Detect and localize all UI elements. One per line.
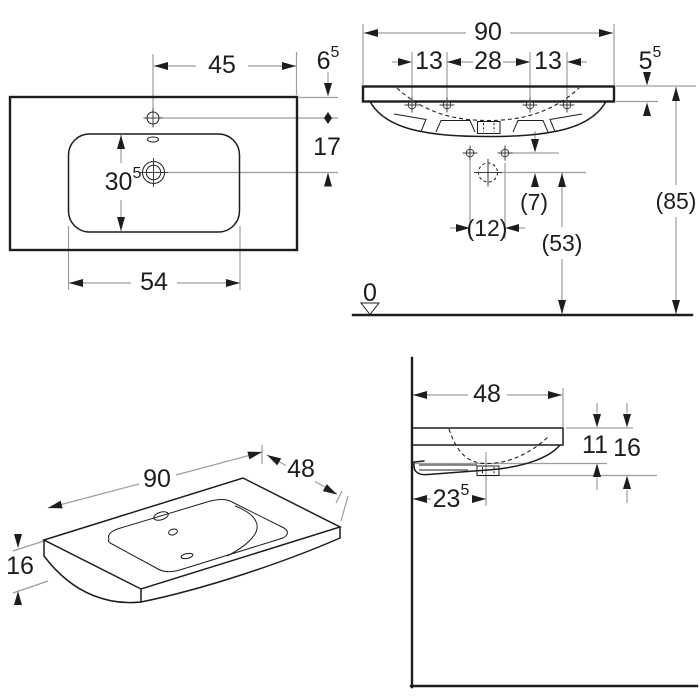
dim-5-5-label: 55	[639, 44, 662, 76]
bracket-slot-left	[435, 120, 476, 133]
dimension-arrows	[14, 451, 337, 605]
countertop-outline	[8, 95, 299, 252]
side-bowl-profile	[413, 444, 561, 476]
dimension-arrows	[364, 29, 680, 314]
drain-pipe-marker	[474, 159, 502, 187]
fixing-hole-markers	[462, 145, 513, 161]
dimension-arrows	[69, 62, 332, 287]
datum-triangle-icon	[359, 302, 381, 316]
iso-drain-hole	[180, 552, 194, 560]
dim-7-label: (7)	[520, 189, 548, 215]
side-view: 48 11 16 235	[409, 356, 699, 689]
side-bowl-hidden	[448, 428, 550, 465]
dim-48-iso-label: 48	[287, 455, 315, 483]
dim-16-iso-label: 16	[6, 552, 34, 580]
dim-85-label: (85)	[656, 188, 697, 214]
side-drain-box	[476, 465, 500, 476]
drain-marker	[139, 158, 168, 187]
dim-12-label: (12)	[467, 215, 508, 241]
dim-53-label: (53)	[542, 230, 583, 256]
basin-outline	[67, 133, 241, 233]
bracket-slot-right	[512, 120, 549, 133]
front-view: 90 13 28 13 55 (85) (7) (12) (53) 0	[351, 18, 697, 317]
iso-overflow-hole	[168, 528, 178, 536]
dim-13-left-label: 13	[415, 47, 443, 75]
bowl-facet-left	[393, 113, 427, 132]
dim-48-side-label: 48	[473, 380, 501, 408]
dim-16-side-label: 16	[613, 434, 641, 462]
dimension-lines	[12, 445, 349, 594]
dim-6-5-label: 65	[317, 44, 340, 76]
iso-top-face	[42, 477, 342, 590]
dim-30-5-label: 305	[105, 165, 142, 197]
dim-17-label: 17	[313, 133, 341, 161]
dim-90-iso-label: 90	[143, 465, 171, 493]
drain-housing	[477, 121, 501, 134]
datum-zero-label: 0	[363, 279, 377, 307]
dim-54-label: 54	[140, 268, 168, 296]
overflow-hole	[147, 136, 159, 143]
side-slab	[411, 427, 564, 446]
dim-13-right-label: 13	[534, 47, 562, 75]
dim-45-label: 45	[208, 51, 236, 79]
dim-90-front-label: 90	[474, 18, 502, 46]
front-slab	[361, 85, 616, 103]
dimension-arrows	[413, 391, 631, 503]
dim-11-label: 11	[582, 431, 608, 459]
iso-basin-outline	[107, 499, 288, 573]
iso-view: 90 48 16	[6, 445, 349, 605]
bowl-facet-right	[549, 113, 583, 132]
tap-hole-markers	[404, 97, 575, 113]
iso-bowl-curve	[226, 505, 258, 557]
front-bowl-profile	[369, 100, 607, 138]
dim-28-label: 28	[474, 47, 502, 75]
iso-body-silhouette	[43, 526, 341, 604]
iso-faucet-hole	[153, 511, 169, 521]
dim-23-5-label: 235	[433, 482, 470, 514]
faucet-hole-marker	[143, 108, 163, 128]
bowl-hidden-contour	[396, 87, 580, 122]
plan-view: 45 65 17 305 54	[8, 44, 341, 296]
